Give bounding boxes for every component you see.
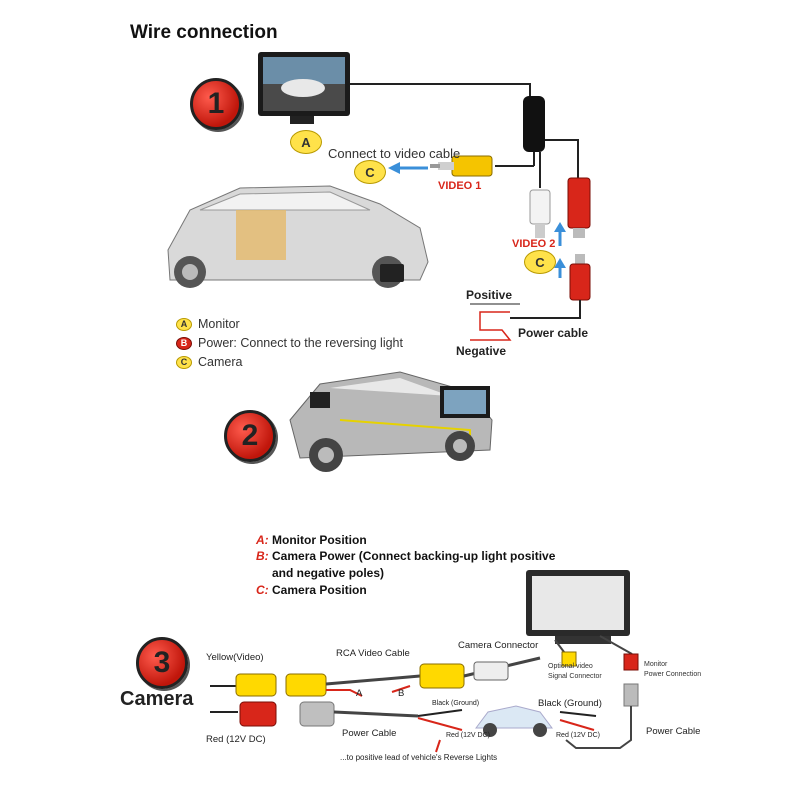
car-image-1 [167,185,429,288]
abc-c-text: Camera Position [272,583,367,597]
camera-yellow-plug [235,673,277,697]
optional-video-label: Optional video Signal Connector [548,662,602,682]
monitor-image-1 [258,52,350,124]
red-rca-plug [567,177,591,238]
power-cable-label-3: Power Cable [342,728,397,739]
power-cable-right-label: Power Cable [646,726,701,737]
legend-key-c: C [176,355,192,369]
monitor-power-text-2: Power Connection [644,671,702,678]
legend-item-b: B Power: Connect to the reversing light [176,336,403,350]
abc-b-key: B: [256,549,269,563]
optional-video-text: Optional video [548,663,593,670]
negative-label: Negative [456,344,507,358]
cable-end-a-label: A [356,688,363,699]
connect-video-label: Connect to video cable [328,146,461,161]
positive-label: Positive [466,288,513,302]
cable-end-b-label: B [398,688,405,699]
abc-c-key: C: [256,583,269,597]
abc-b-text-1: Camera Power (Connect backing-up light p… [272,549,556,563]
camera-connector-plug [473,661,509,681]
power-plug [569,254,591,301]
abc-a-row: A: Monitor Position [256,533,367,547]
legend: A Monitor B Power: Connect to the revers… [176,317,403,369]
abc-a-key: A: [256,533,269,547]
abc-b-row: B: Camera Power (Connect backing-up ligh… [256,549,555,563]
legend-item-a: A Monitor [176,317,403,331]
legend-key-b: B [176,336,192,350]
badge-c-2: C [524,250,556,274]
abc-c-row: C: Camera Position [256,583,367,597]
legend-text-a: Monitor [198,317,240,331]
black-ground-label-1: Black (Ground) [432,700,480,707]
legend-text-c: Camera [198,355,243,369]
yellow-rca-plug [430,155,493,177]
legend-key-a: A [176,317,192,331]
yellow-video-label: Yellow(Video) [206,652,264,663]
rca-video-cable-label: RCA Video Cable [336,648,410,659]
camera-label: Camera [120,688,194,710]
white-rca-plug [529,189,551,238]
step-2-badge: 2 [224,410,276,462]
red-12v-label: Red (12V DC) [206,734,266,745]
black-ground-label-2: Black (Ground) [538,698,602,709]
monitor-power-text-1: Monitor [644,661,668,668]
camera-red-plug [239,701,277,727]
reverse-lights-label: ...to positive lead of vehicle's Reverse… [340,753,498,762]
badge-c-1: C [354,160,386,184]
video-2-label: VIDEO 2 [512,238,556,250]
car-image-2 [289,371,493,472]
page-title: Wire connection [130,22,278,43]
cable-junction [523,96,545,152]
monitor-power-label: Monitor Power Connection [644,660,701,680]
legend-text-b: Power: Connect to the reversing light [198,336,403,350]
video-1-label: VIDEO 1 [438,180,482,192]
monitor-image-3 [526,570,630,644]
red-12v-small-label-1: Red (12V DC) [446,732,490,739]
legend-item-c: C Camera [176,355,403,369]
abc-a-text: Monitor Position [272,533,367,547]
step-1-badge: 1 [190,78,242,130]
signal-connector-text: Signal Connector [548,673,602,680]
rca-yellow-plug-b [419,663,465,689]
small-car-image [475,705,553,737]
abc-b-text-2: and negative poles) [272,566,385,580]
red-12v-small-label-2: Red (12V DC) [556,732,600,739]
rca-yellow-plug-a [285,673,327,697]
badge-a: A [290,130,322,154]
step-3-badge: 3 [136,637,188,689]
power-cable-label: Power cable [518,326,589,340]
camera-connector-label: Camera Connector [458,640,539,651]
